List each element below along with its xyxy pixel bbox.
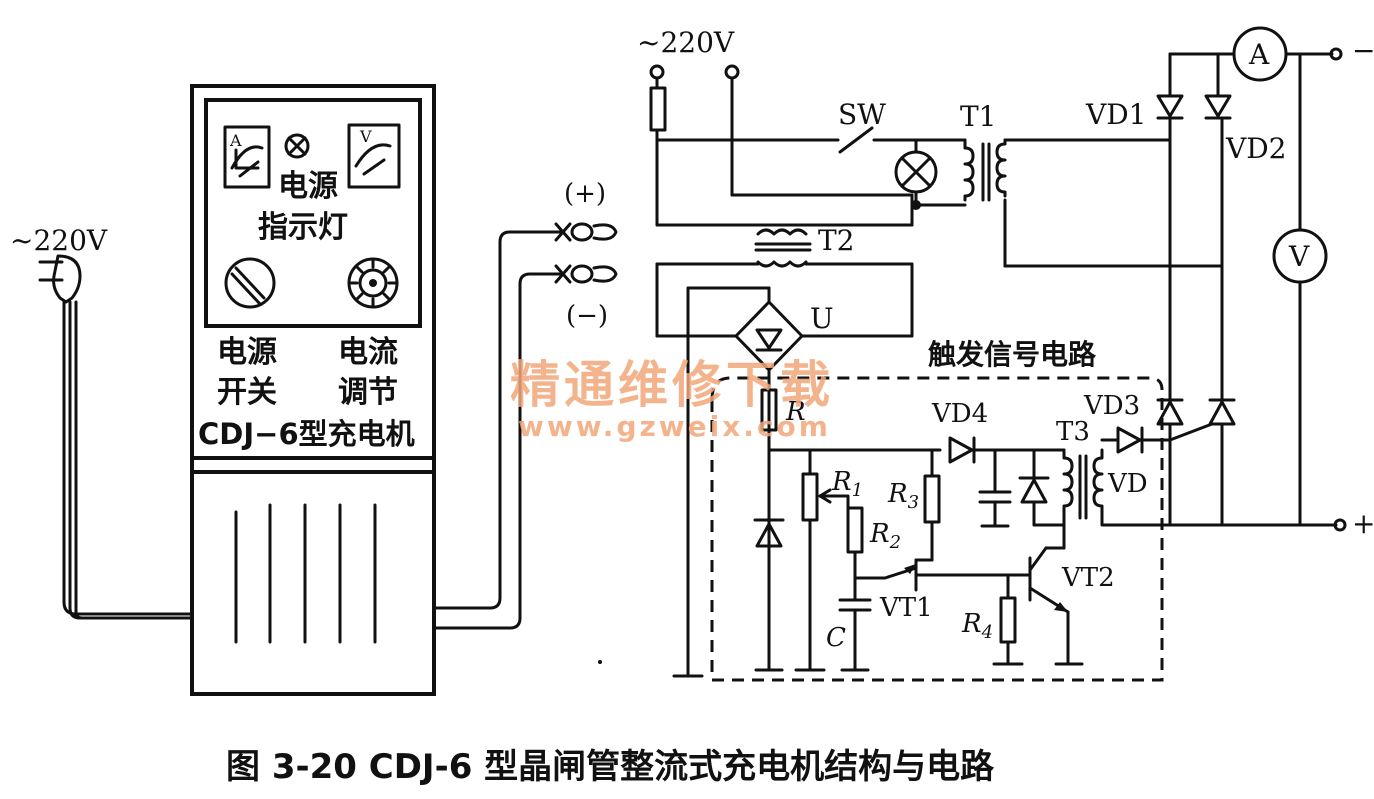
svg-text:V: V xyxy=(1288,240,1310,273)
mains-label: ~220V xyxy=(637,26,735,59)
resistor-r4 xyxy=(999,596,1017,644)
current-adjust-knob-icon[interactable] xyxy=(347,257,399,309)
transistor-vt2 xyxy=(1028,546,1084,666)
indicator-lamp-icon xyxy=(284,133,310,159)
lamp-icon xyxy=(894,150,938,194)
diode-vd1 xyxy=(1156,94,1184,120)
trigger-circuit-box xyxy=(710,376,1164,682)
switch-sw xyxy=(838,126,874,154)
t2-label: T2 xyxy=(818,224,855,257)
vt2-label: VT2 xyxy=(1061,563,1115,593)
model-label: CDJ−6型充电机 xyxy=(198,417,415,451)
bridge-label: U xyxy=(810,302,834,335)
svg-text:精通维修下载: 精通维修下载 xyxy=(510,356,834,414)
c-label: C xyxy=(826,623,846,653)
adjust-label-line1: 电流 xyxy=(338,335,398,370)
device-power-label: ~220V xyxy=(10,224,108,257)
charger-body xyxy=(190,84,436,696)
vd4-label: VD4 xyxy=(931,399,988,429)
vt1-label: VT1 xyxy=(879,593,933,623)
power-switch-icon[interactable] xyxy=(224,257,276,309)
voltmeter-circle: V xyxy=(1272,228,1328,284)
resistor-r3 xyxy=(923,474,941,524)
potentiometer-r1 xyxy=(801,472,819,522)
front-panel xyxy=(204,98,422,328)
power-plug-icon xyxy=(38,254,194,620)
diode-vd2 xyxy=(1204,94,1232,120)
svg-text:www.gzweix.com: www.gzweix.com xyxy=(518,410,831,443)
positive-clamp-icon xyxy=(554,222,618,242)
vd3-label: VD3 xyxy=(1083,391,1140,421)
t1-label: T1 xyxy=(960,100,997,133)
r-label: R xyxy=(785,397,806,427)
adjust-label-line2: 调节 xyxy=(338,375,398,410)
resistor-r xyxy=(760,388,778,432)
trigger-label: 触发信号电路 xyxy=(928,338,1097,371)
circuit-schematic: ~220V SW T1 T2 xyxy=(598,26,1374,682)
ammeter-circle: A xyxy=(1232,26,1288,82)
vd-label: VD xyxy=(1107,469,1148,499)
out-plus-label: + xyxy=(1352,507,1374,540)
fuse xyxy=(649,86,667,132)
thyristor-vd3-right xyxy=(1168,398,1236,527)
transistor-vt1 xyxy=(883,558,1032,592)
vd2-label: VD2 xyxy=(1225,132,1286,165)
vd1-label: VD1 xyxy=(1085,98,1146,131)
charger-device: ~220V A V 电源 指示灯 xyxy=(10,84,618,696)
r2-label: R2 xyxy=(869,519,901,553)
svg-text:A: A xyxy=(1248,38,1270,71)
minus-terminal-label: (−) xyxy=(566,301,608,331)
r1-label: R1 xyxy=(831,467,863,501)
vent-slots xyxy=(234,503,377,644)
switch-label-line1: 电源 xyxy=(217,335,277,370)
r3-label: R3 xyxy=(887,479,919,513)
svg-text:V: V xyxy=(359,127,372,146)
plus-terminal-label: (+) xyxy=(564,179,606,209)
voltmeter-icon: V xyxy=(347,123,401,189)
resistor-r2 xyxy=(846,506,864,554)
indicator-label-line2: 指示灯 xyxy=(258,210,348,245)
figure-caption: 图 3-20 CDJ-6 型晶闸管整流式充电机结构与电路 xyxy=(226,747,995,787)
watermark: 精通维修下载 www.gzweix.com xyxy=(510,356,834,443)
ammeter-icon: A xyxy=(223,125,271,189)
out-minus-label: − xyxy=(1352,34,1374,67)
switch-label-line2: 开关 xyxy=(217,375,277,410)
sw-label: SW xyxy=(838,98,886,131)
negative-clamp-icon xyxy=(554,264,618,284)
indicator-label-line1: 电源 xyxy=(278,169,338,204)
t3-label: T3 xyxy=(1056,417,1090,447)
r4-label: R4 xyxy=(961,609,993,643)
svg-text:A: A xyxy=(229,131,242,150)
